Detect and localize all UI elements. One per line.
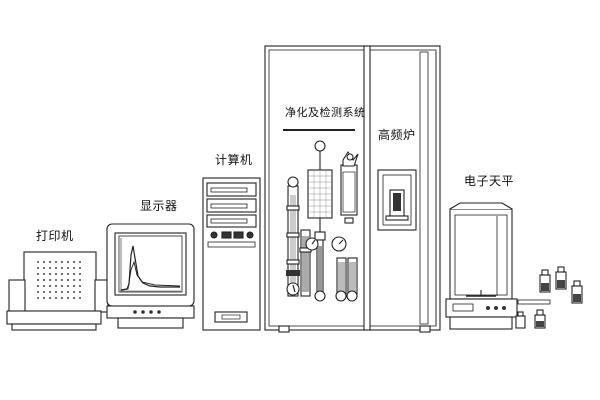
computer-label: 计算机 [215,153,253,167]
computer-tower [202,177,261,331]
monitor [106,223,195,329]
printer [6,251,109,331]
furnace-label: 高频炉 [378,128,416,142]
high-frequency-furnace [377,169,417,231]
printer-vent-icon [37,261,81,299]
sample-vials [515,266,583,329]
balance-label: 电子天平 [464,174,515,188]
column-packing-icon [308,170,332,218]
purification-label: 净化及检测系统 [285,106,366,119]
monitor-label: 显示器 [140,199,178,213]
electronic-balance [445,202,518,330]
printer-label: 打印机 [36,229,74,243]
